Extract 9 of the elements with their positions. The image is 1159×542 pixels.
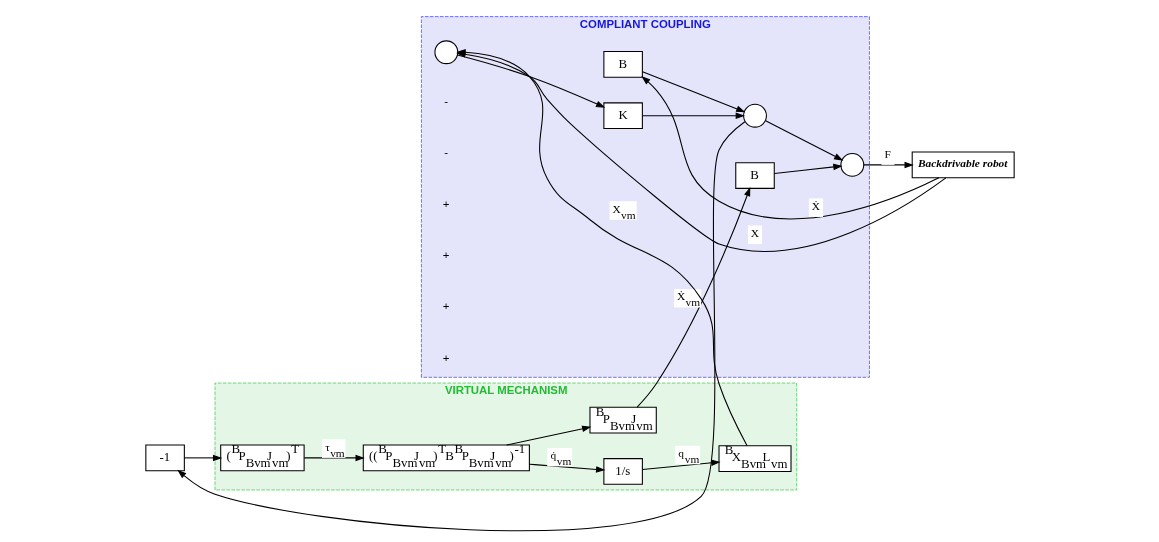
edge-label: Ẋ (811, 200, 820, 213)
label: - (443, 146, 448, 159)
label: + (442, 351, 449, 364)
label: + (442, 197, 449, 210)
label: + (442, 248, 449, 261)
label: - (443, 94, 448, 107)
label: + (442, 300, 449, 313)
edge-label: X (750, 227, 759, 240)
edge-label: F (883, 148, 891, 161)
